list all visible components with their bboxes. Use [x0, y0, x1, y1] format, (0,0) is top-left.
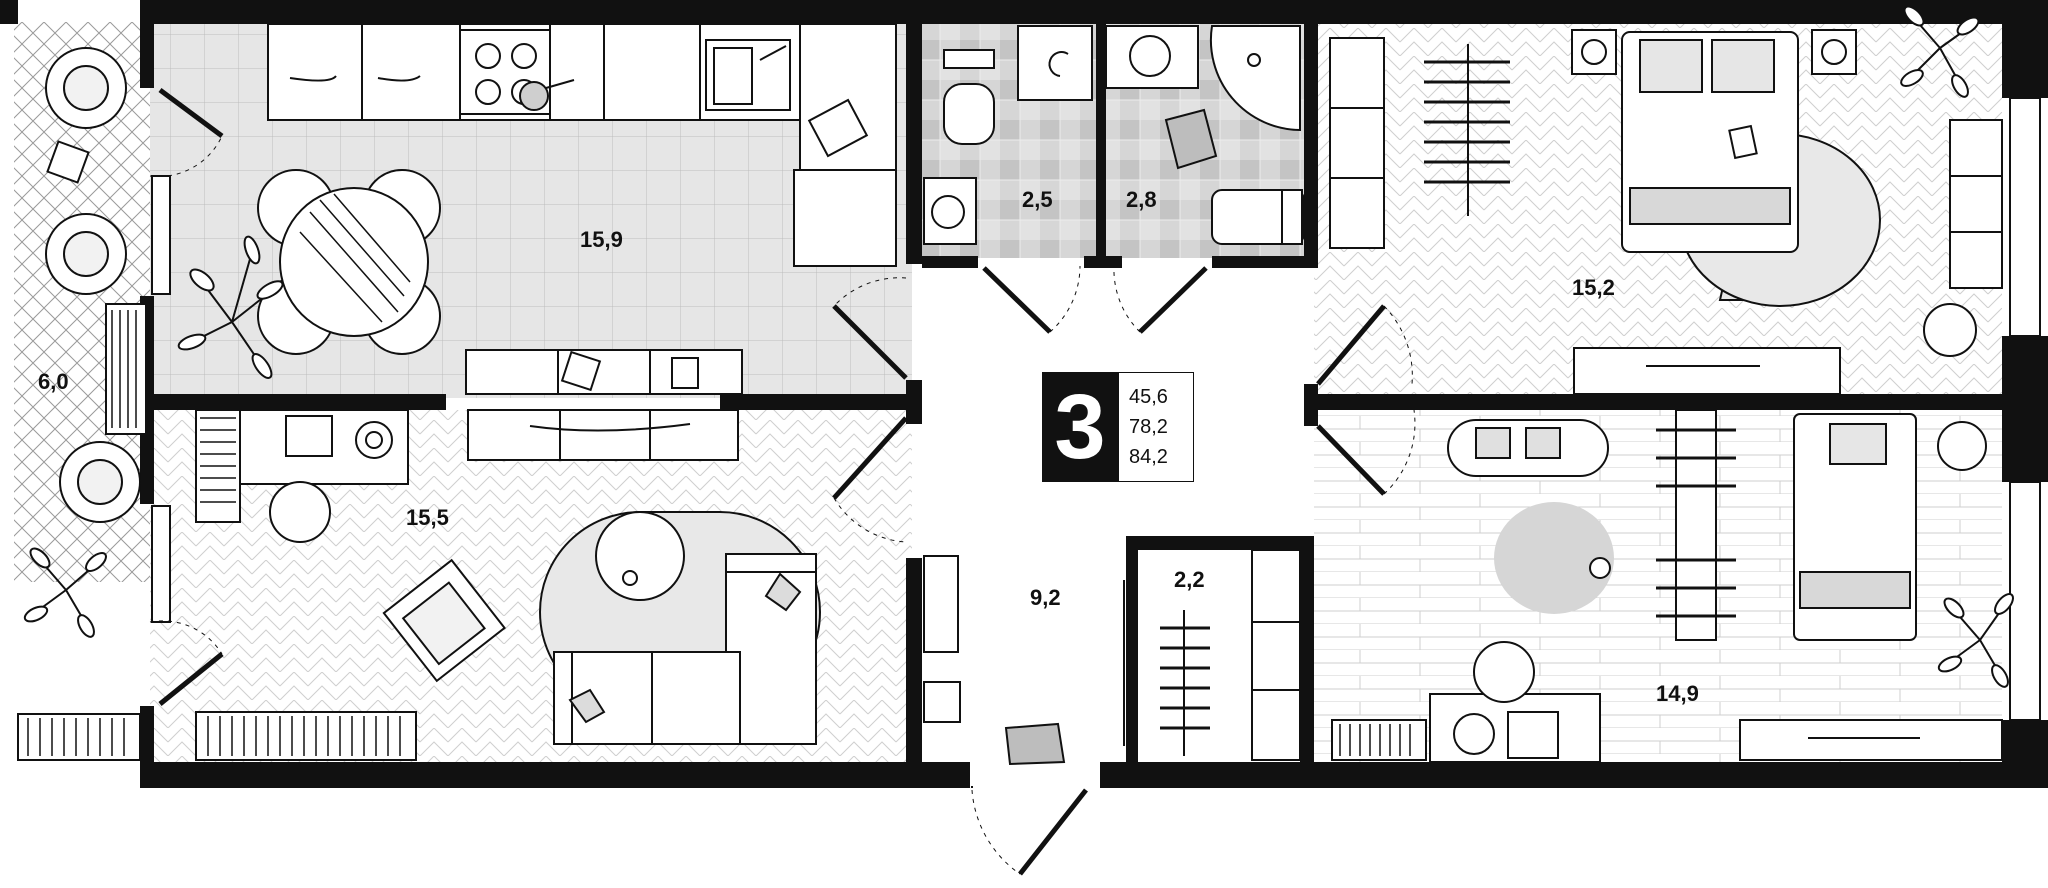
plant-icon [23, 547, 107, 638]
dresser [1739, 719, 2003, 761]
toilet-icon [1211, 189, 1305, 245]
windows [151, 97, 2041, 721]
room-area-bedroom-main: 15,2 [1572, 275, 1615, 300]
hallway-furniture [923, 555, 1066, 766]
coffee-table [595, 511, 685, 601]
plant-icons [23, 5, 2014, 688]
toilet-icon [943, 49, 995, 145]
chair-icon [269, 481, 331, 543]
bedroom-second-furniture [1331, 409, 2003, 763]
sofa-icon [553, 553, 817, 745]
plant-icon [1937, 593, 2014, 688]
door-entrance [971, 786, 1088, 876]
door-kitchen [832, 277, 908, 380]
sofa-icon [1447, 419, 1609, 477]
area-summary: 45,6 78,2 84,2 [1118, 372, 1194, 482]
stove-icon [459, 29, 575, 115]
dining-table [257, 169, 441, 355]
tv-unit [467, 409, 739, 461]
living-furniture [17, 409, 821, 761]
door-living-balcony [149, 620, 224, 706]
door-living [832, 416, 908, 543]
shoe-rack [923, 555, 959, 653]
washing-machine [1017, 25, 1093, 101]
room-area-hallway: 9,2 [1030, 585, 1061, 610]
room-area-balcony: 6,0 [38, 369, 69, 394]
area-value: 78,2 [1129, 416, 1168, 438]
kitchen-island [465, 349, 743, 395]
kitchen-furniture [267, 23, 897, 267]
sink-icon [1105, 25, 1199, 89]
door-bath [1113, 265, 1208, 334]
plant-icon [177, 235, 284, 379]
door-toilet [982, 265, 1081, 334]
rooms-count-badge: 3 [1042, 372, 1118, 482]
bookshelf-icon [1331, 719, 1427, 761]
chair-icon [1923, 303, 1977, 357]
bookshelf-icon [195, 711, 417, 761]
door-kitchen-balcony [149, 87, 224, 177]
ottoman [1949, 119, 2003, 289]
dresser [1573, 347, 1841, 395]
fridge [793, 169, 897, 267]
room-area-living: 15,5 [406, 505, 449, 530]
balcony-furniture [45, 47, 147, 523]
doors [149, 87, 1416, 876]
wardrobe [1329, 37, 1385, 249]
area-value: 45,6 [1129, 386, 1168, 408]
sink-icon [923, 177, 977, 245]
armchair-icon [382, 558, 506, 683]
door-bedroom-second [1316, 409, 1416, 496]
doormat [1004, 722, 1066, 766]
bathroom-fixtures [923, 25, 1305, 245]
wardrobe [1675, 409, 1717, 641]
walls [0, 0, 2048, 788]
room-area-closet: 2,2 [1174, 567, 1205, 592]
room-area-toilet: 2,5 [1022, 187, 1053, 212]
sink-icon [705, 39, 791, 111]
room-area-bathroom: 2,8 [1126, 187, 1157, 212]
area-value: 84,2 [1129, 446, 1168, 468]
room-area-kitchen: 15,9 [580, 227, 623, 252]
rug [1494, 502, 1614, 614]
bath-mat [1164, 108, 1218, 170]
plant-icon [1900, 5, 1980, 98]
door-bedroom-main [1316, 304, 1413, 386]
shower-icon [1209, 25, 1301, 132]
chair-icon [1473, 641, 1535, 703]
room-area-bedroom-second: 14,9 [1656, 681, 1699, 706]
bedroom-main-furniture [1329, 29, 2003, 395]
closet-furniture [1160, 549, 1301, 761]
